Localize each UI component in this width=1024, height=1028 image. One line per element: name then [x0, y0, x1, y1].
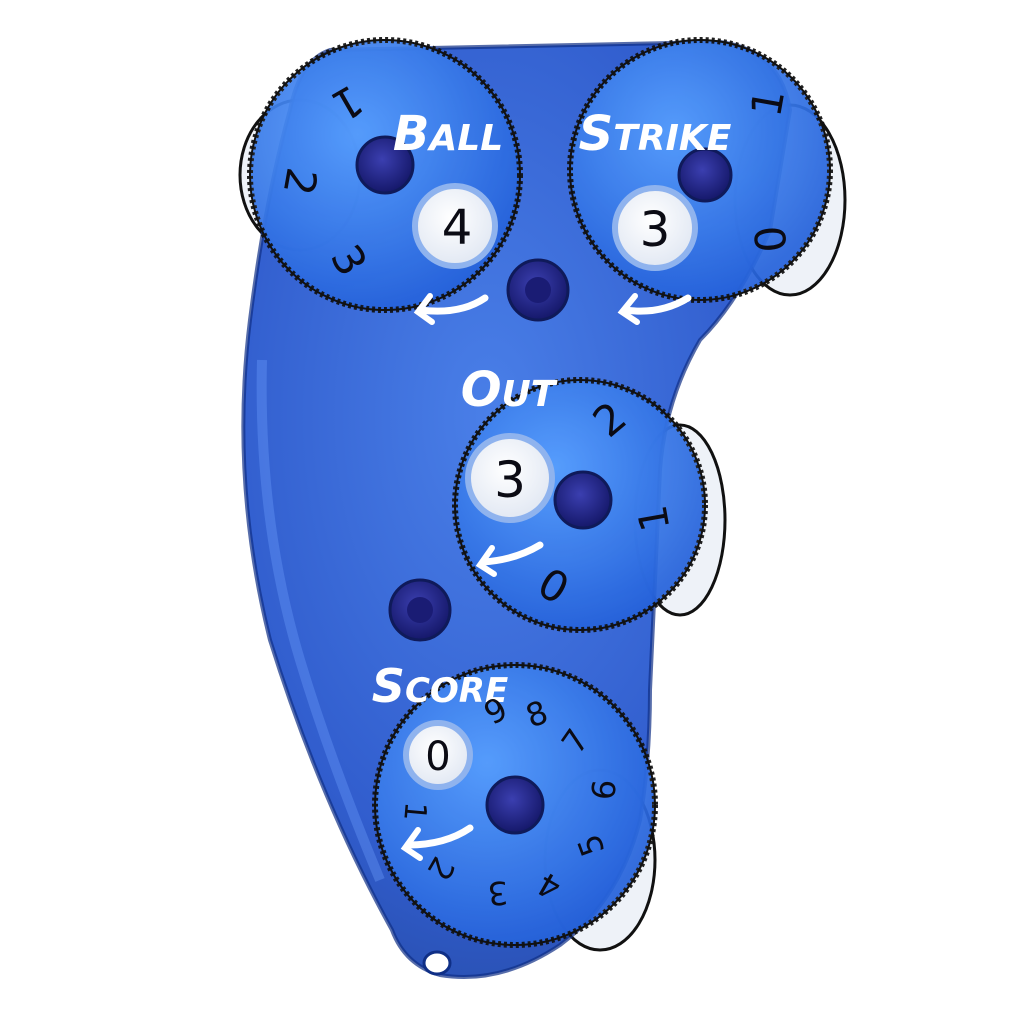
strike-turn-arrow — [621, 294, 692, 315]
strike-ring-number: 0 — [745, 224, 796, 255]
strike-dial[interactable]: 3 STRIKE 1 0 — [567, 37, 833, 325]
ball-dial[interactable]: 4 BALL 1 2 3 — [247, 37, 523, 325]
ball-label: BALL — [393, 106, 503, 162]
score-window — [403, 720, 473, 790]
out-value: 3 — [494, 451, 526, 509]
strike-window — [612, 185, 698, 271]
out-label: OUT — [461, 362, 558, 418]
ball-window — [412, 183, 498, 269]
strike-label: STRIKE — [579, 106, 732, 162]
score-ring-number: 6 — [584, 778, 624, 802]
lanyard-hole — [422, 950, 452, 976]
ball-turn-arrow — [416, 294, 489, 315]
out-turn-arrow — [479, 541, 544, 566]
score-turn-arrow — [404, 824, 474, 849]
score-dial[interactable]: 0 SCORE 9 8 7 6 5 4 3 2 1 — [372, 659, 658, 948]
score-label: SCORE — [372, 659, 508, 713]
out-dial[interactable]: 3 OUT 2 1 0 — [452, 362, 708, 633]
score-value: 0 — [425, 734, 450, 780]
ball-value: 4 — [442, 200, 473, 256]
score-ring-number: 3 — [486, 873, 510, 913]
housing-rivets — [388, 258, 570, 642]
score-ring-number: 1 — [396, 800, 433, 822]
strike-value: 3 — [640, 202, 671, 258]
out-window — [465, 433, 555, 523]
